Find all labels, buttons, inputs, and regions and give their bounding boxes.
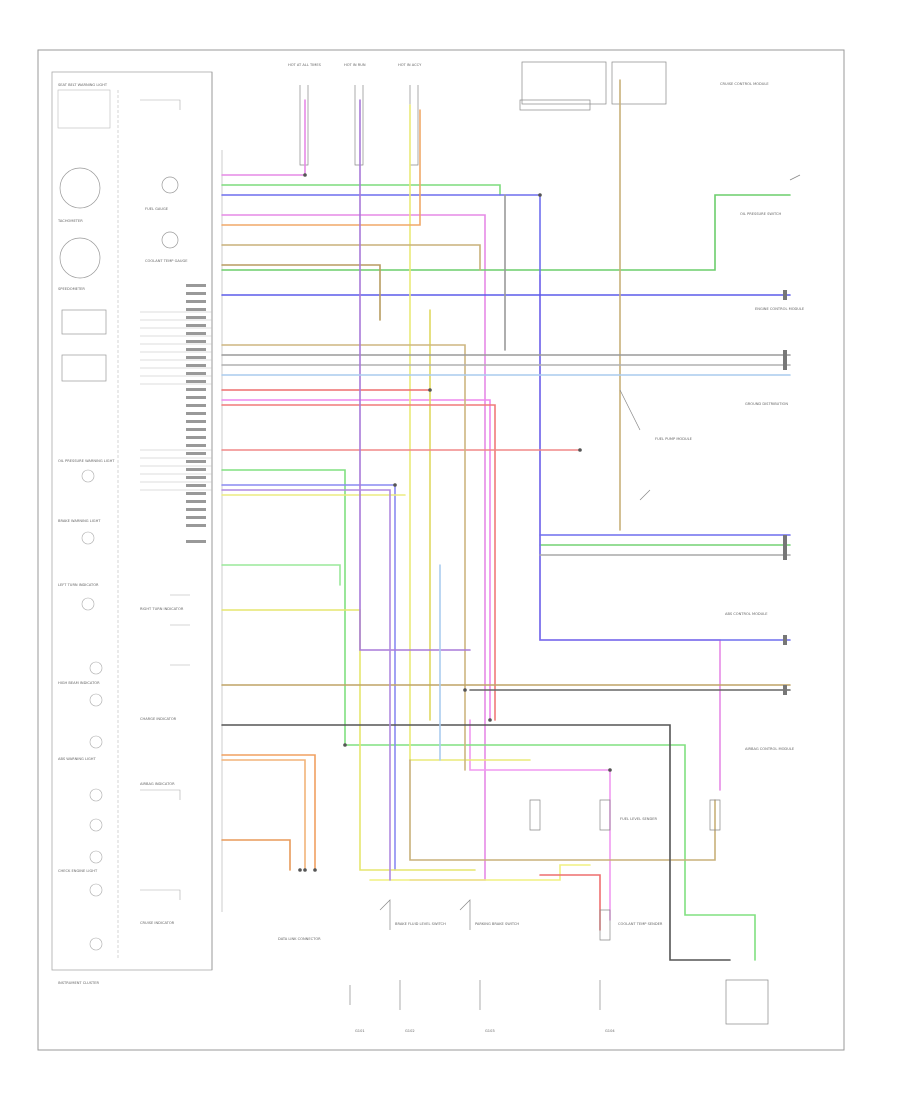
instrument-cluster xyxy=(51,71,223,971)
cluster-label-10: CHARGE INDICATOR xyxy=(140,717,177,721)
cluster-label-8: RIGHT TURN INDICATOR xyxy=(140,607,184,611)
wire-tan-3 xyxy=(221,344,466,771)
bottom-label-2: PARKING BRAKE SWITCH xyxy=(475,922,519,926)
splice-points xyxy=(298,173,612,872)
bottom-label-5: G101 xyxy=(355,1029,365,1033)
wire-harness xyxy=(221,79,791,961)
right-component-labels: OIL PRESSURE SWITCH ENGINE CONTROL MODUL… xyxy=(655,82,805,751)
wire-pink-5 xyxy=(539,274,721,791)
diagram-frame xyxy=(37,49,845,1051)
wire-yellow-3 xyxy=(221,609,476,871)
cluster-label-4: COOLANT TEMP GAUGE xyxy=(145,259,188,263)
cluster-lamp-symbols xyxy=(81,469,103,951)
wire-pink-3 xyxy=(221,399,491,721)
bottom-label-3: COOLANT TEMP SENDER xyxy=(618,922,663,926)
cluster-label-2: SPEEDOMETER xyxy=(58,287,85,291)
bottom-component-labels: DATA LINK CONNECTOR BRAKE FLUID LEVEL SW… xyxy=(278,817,663,1033)
fuse-label-1: HOT IN RUN xyxy=(344,63,366,67)
wire-purple-2 xyxy=(221,489,391,881)
cluster-pin-labels xyxy=(186,284,206,543)
fuse-label-0: HOT AT ALL TIMES xyxy=(288,63,322,67)
top-fuse-block xyxy=(299,61,667,166)
wire-green-1 xyxy=(221,184,501,196)
cluster-label-11: ABS WARNING LIGHT xyxy=(58,757,97,761)
wire-purple-1 xyxy=(359,99,471,651)
bottom-label-6: G102 xyxy=(405,1029,415,1033)
odometer-display xyxy=(61,309,107,335)
right-label-2: GROUND DISTRIBUTION xyxy=(745,402,788,406)
temp-gauge-symbol xyxy=(161,231,179,249)
cluster-label-12: AIRBAG INDICATOR xyxy=(140,782,175,786)
wire-blue-3 xyxy=(221,484,396,871)
cluster-label-7: LEFT TURN INDICATOR xyxy=(58,583,99,587)
speedometer-gauge xyxy=(59,237,101,279)
fuse-label-2: HOT IN ACCY xyxy=(398,63,422,67)
right-label-0: OIL PRESSURE SWITCH xyxy=(740,212,781,216)
bottom-components xyxy=(349,979,769,1025)
wire-tan-1 xyxy=(221,244,481,271)
cluster-label-5: OIL PRESSURE WARNING LIGHT xyxy=(58,459,115,463)
wire-red-4 xyxy=(539,874,601,931)
wire-green-4 xyxy=(221,564,341,586)
cluster-switch-symbols xyxy=(140,99,190,900)
top-fuse-labels: HOT AT ALL TIMES HOT IN RUN HOT IN ACCY xyxy=(288,63,422,67)
cluster-label-13: CHECK ENGINE LIGHT xyxy=(58,869,98,873)
cluster-component-labels: SEAT BELT WARNING LIGHT TACHOMETER SPEED… xyxy=(57,83,188,985)
tachometer-gauge xyxy=(59,167,101,209)
wire-red-2 xyxy=(221,404,496,721)
right-label-4: ABS CONTROL MODULE xyxy=(725,612,768,616)
bottom-label-4: FUEL LEVEL SENDER xyxy=(620,817,658,821)
wire-green-2 xyxy=(221,194,791,271)
wire-pink-2 xyxy=(221,214,486,881)
cluster-label-6: BRAKE WARNING LIGHT xyxy=(58,519,101,523)
right-label-6: CRUISE CONTROL MODULE xyxy=(720,82,769,86)
bottom-label-0: DATA LINK CONNECTOR xyxy=(278,937,321,941)
wire-green-3 xyxy=(221,469,756,961)
cluster-label-0: SEAT BELT WARNING LIGHT xyxy=(58,83,108,87)
wire-gray-4 xyxy=(221,724,731,961)
fuel-gauge-symbol xyxy=(161,176,179,194)
wire-tan-2 xyxy=(221,264,381,321)
bottom-label-7: G103 xyxy=(485,1029,495,1033)
lcd-display xyxy=(61,354,107,382)
cluster-label-14: CRUISE INDICATOR xyxy=(140,921,175,925)
wire-orange-3 xyxy=(221,759,306,871)
cluster-label-9: HIGH BEAM INDICATOR xyxy=(58,681,100,685)
wire-blue-1 xyxy=(221,194,791,641)
right-label-5: AIRBAG CONTROL MODULE xyxy=(745,747,795,751)
right-label-1: ENGINE CONTROL MODULE xyxy=(755,307,805,311)
wire-orange-1 xyxy=(221,109,421,226)
right-label-3: FUEL PUMP MODULE xyxy=(655,437,693,441)
wire-orange-2 xyxy=(221,754,316,871)
cluster-pin-stubs xyxy=(140,311,212,491)
wire-yellow-1 xyxy=(409,104,531,761)
wire-yellow-4 xyxy=(369,864,591,881)
cluster-title: INSTRUMENT CLUSTER xyxy=(58,981,99,985)
seat-belt-light-box xyxy=(57,89,111,129)
wire-pink-1 xyxy=(221,99,306,176)
wire-orange-4 xyxy=(221,839,291,871)
bottom-label-1: BRAKE FLUID LEVEL SWITCH xyxy=(395,922,446,926)
cluster-label-3: FUEL GAUGE xyxy=(145,207,169,211)
bottom-label-8: G104 xyxy=(605,1029,615,1033)
right-components xyxy=(379,174,801,941)
cluster-label-1: TACHOMETER xyxy=(57,219,83,223)
right-connectors xyxy=(783,290,787,695)
